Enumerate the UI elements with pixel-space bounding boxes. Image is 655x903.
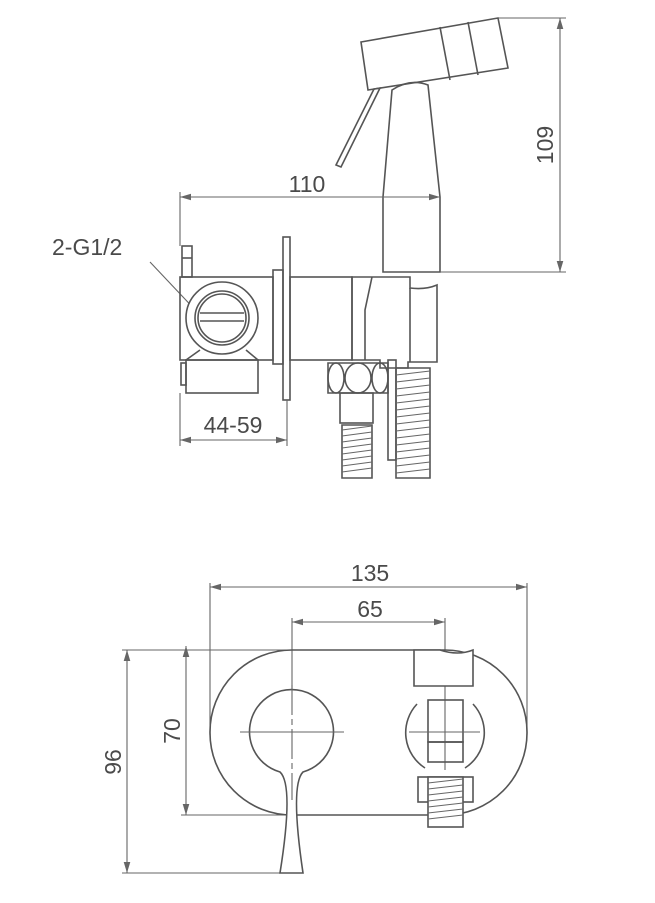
dimension-total-height: 96 — [100, 649, 414, 874]
wall-depth-label: 44-59 — [204, 412, 263, 438]
hand-shower — [334, 17, 509, 273]
center-distance-label: 65 — [357, 596, 383, 622]
valve-body — [179, 236, 353, 401]
front-shower-holder — [404, 648, 486, 828]
cover-plate — [209, 649, 528, 816]
mixer-handle — [240, 685, 344, 874]
wall-flange — [282, 236, 291, 401]
total-height-label: 96 — [100, 749, 126, 775]
dimension-total-width: 135 — [209, 560, 528, 735]
hoses — [341, 367, 431, 479]
front-view: 135 65 96 70 — [100, 560, 528, 874]
dimension-wall-depth: 44-59 — [179, 393, 288, 446]
thread-label: 2-G1/2 — [52, 234, 122, 260]
side-view: 109 110 2-G1/2 — [52, 17, 566, 479]
height-label: 109 — [532, 126, 558, 164]
total-width-label: 135 — [351, 560, 389, 586]
plate-height-label: 70 — [159, 718, 185, 744]
dimension-length: 110 — [179, 171, 440, 246]
dimension-center-distance: 65 — [291, 596, 446, 770]
length-label: 110 — [289, 171, 326, 197]
dimension-height: 109 — [440, 17, 566, 273]
trigger-lever — [334, 86, 382, 169]
